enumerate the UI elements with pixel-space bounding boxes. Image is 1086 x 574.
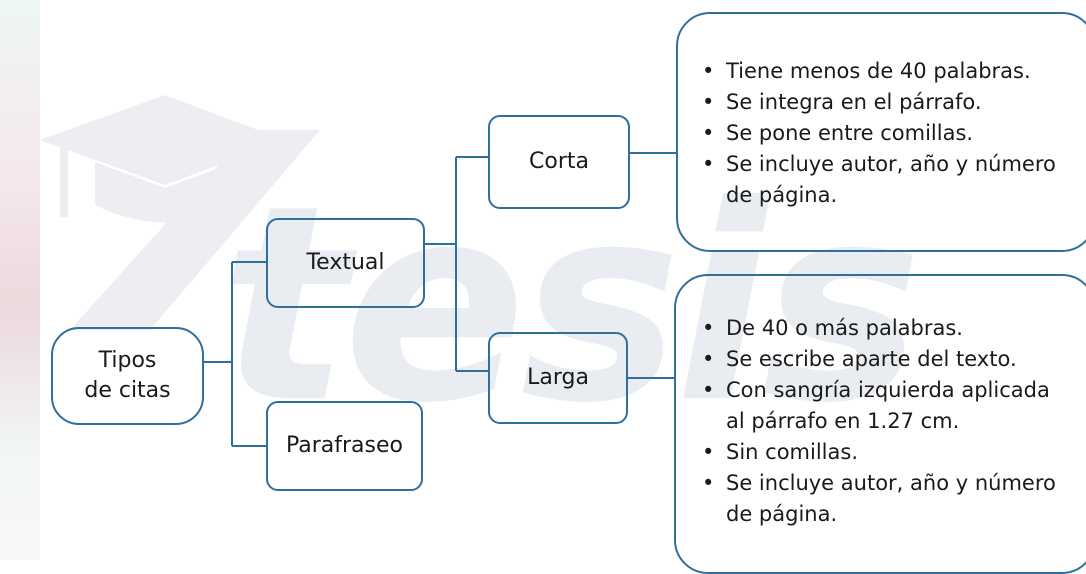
corta-details-box: Tiene menos de 40 palabras. Se integra e… (676, 12, 1086, 252)
node-corta-label: Corta (529, 149, 589, 174)
node-textual-label: Textual (306, 250, 385, 275)
node-larga: Larga (488, 332, 628, 424)
node-parafraseo-label: Parafraseo (285, 433, 403, 458)
node-larga-label: Larga (527, 365, 589, 390)
list-item: Se pone entre comillas. (700, 118, 1070, 149)
list-item: Se escribe aparte del texto. (700, 344, 1060, 375)
list-item: Se integra en el párrafo. (700, 87, 1070, 118)
node-corta: Corta (488, 115, 630, 209)
list-item: De 40 o más palabras. (700, 313, 1060, 344)
root-label-line1: Tipos (98, 348, 157, 373)
larga-details-box: De 40 o más palabras. Se escribe aparte … (674, 274, 1086, 574)
root-label-line2: de citas (84, 378, 171, 403)
list-item: Con sangría izquierda aplicada al párraf… (700, 375, 1060, 437)
list-item: Tiene menos de 40 palabras. (700, 56, 1070, 87)
connector-lines (203, 152, 676, 447)
larga-details-list: De 40 o más palabras. Se escribe aparte … (700, 313, 1060, 530)
left-edge-shadow (0, 0, 40, 560)
corta-details-list: Tiene menos de 40 palabras. Se integra e… (700, 56, 1070, 211)
node-parafraseo: Parafraseo (266, 401, 423, 491)
root-node-tipos-de-citas: Tipos de citas (51, 327, 204, 425)
list-item: Sin comillas. (700, 437, 1060, 468)
list-item: Se incluye autor, año y número de página… (700, 149, 1070, 211)
node-textual: Textual (266, 218, 425, 308)
list-item: Se incluye autor, año y número de página… (700, 468, 1060, 530)
